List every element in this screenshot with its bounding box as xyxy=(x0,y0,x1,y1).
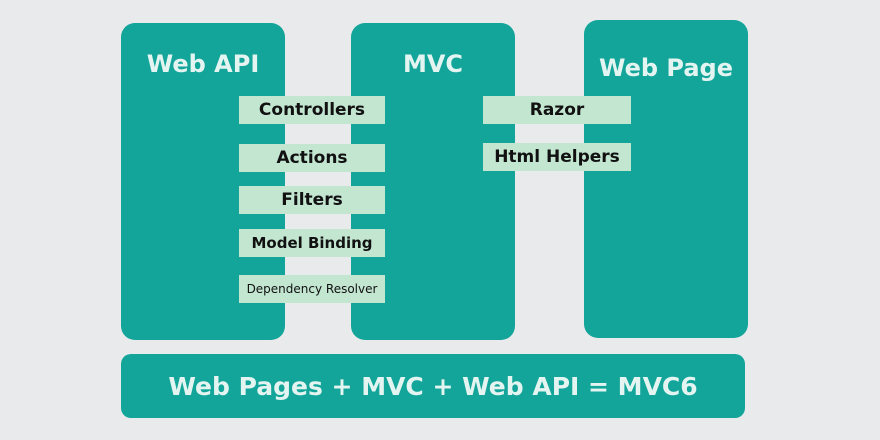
web-page-title: Web Page xyxy=(598,54,734,82)
web-page-panel: Web Page xyxy=(584,20,748,338)
model-binding-chip: Model Binding xyxy=(239,229,385,257)
mvc-title: MVC xyxy=(402,50,464,78)
controllers-chip: Controllers xyxy=(239,96,385,124)
web-api-panel: Web API xyxy=(121,23,285,340)
actions-chip: Actions xyxy=(239,144,385,172)
html-helpers-chip: Html Helpers xyxy=(483,143,631,171)
dependency-resolver-chip: Dependency Resolver xyxy=(239,275,385,303)
web-api-title: Web API xyxy=(146,50,260,78)
razor-chip: Razor xyxy=(483,96,631,124)
equation-banner: Web Pages + MVC + Web API = MVC6 xyxy=(121,354,745,418)
equation-text: Web Pages + MVC + Web API = MVC6 xyxy=(168,371,698,401)
filters-chip: Filters xyxy=(239,186,385,214)
